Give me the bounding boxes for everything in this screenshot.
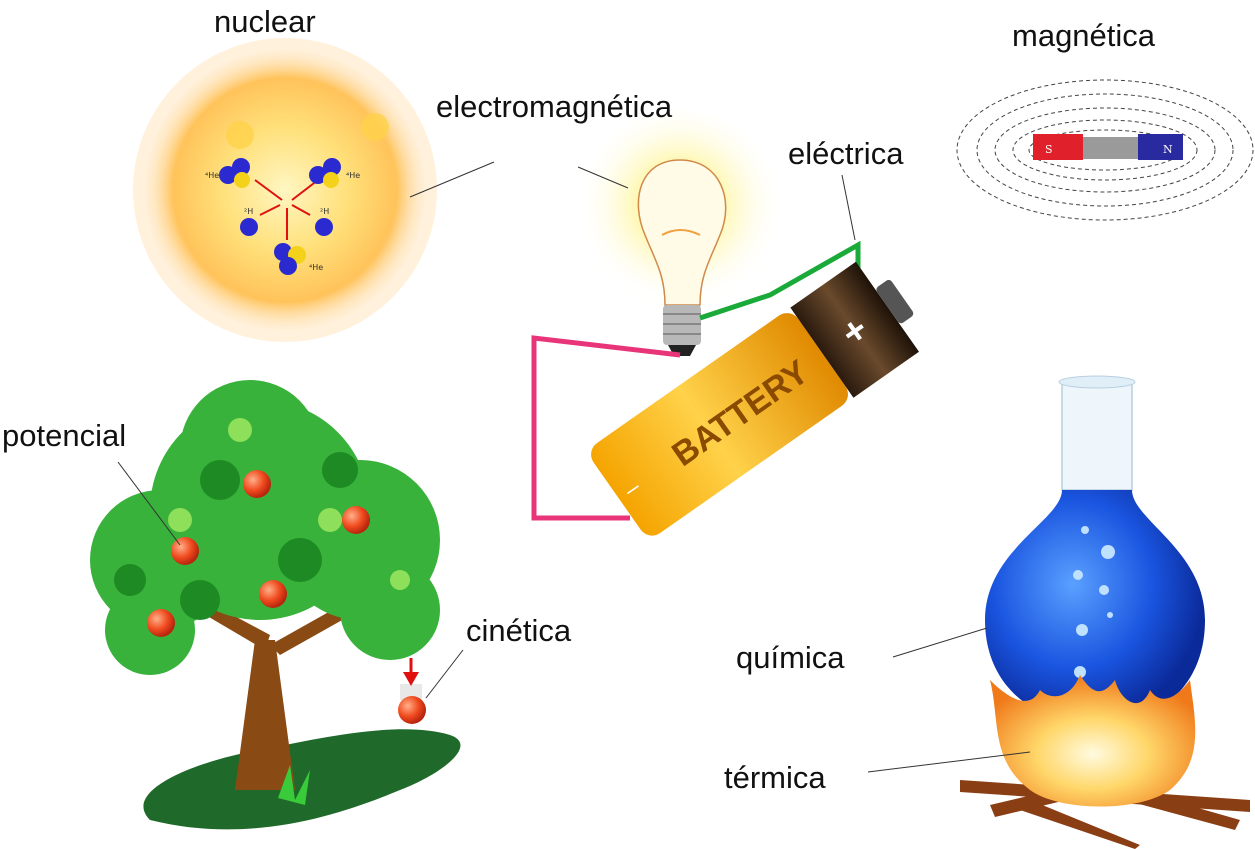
leader-line-electromagnetic (577, 166, 629, 189)
leader-line-electric (841, 174, 856, 241)
leader-line-thermal (867, 751, 1031, 773)
flask-bubbles (1073, 526, 1115, 678)
flask (985, 375, 1205, 725)
tree-apples (147, 470, 370, 637)
falling-apple (398, 658, 426, 724)
atom-label-h-right: ²H (320, 207, 329, 216)
label-electromagnetic: electromagnética (436, 89, 673, 124)
nuclear-sun: ⁴He ⁴He ²H ²H ⁴He (133, 38, 437, 342)
apple-tree (90, 380, 461, 830)
label-thermal: térmica (724, 760, 826, 795)
label-magnetic: magnética (1012, 18, 1156, 53)
battery: BATTERY + – (591, 261, 919, 536)
atom-label-he-right: ⁴He (346, 171, 360, 180)
leader-line-potential (117, 461, 181, 546)
label-kinetic: cinética (466, 613, 572, 648)
magnet-south-label: S (1045, 143, 1053, 156)
campfire (960, 675, 1250, 849)
leader-line-electromagnetic-sun (409, 161, 495, 198)
magnet-north-label: N (1163, 143, 1173, 156)
atom-particles (219, 158, 341, 275)
leader-line-chemical (892, 627, 988, 658)
atom-label-he-left: ⁴He (205, 171, 219, 180)
label-chemical: química (736, 640, 845, 675)
label-potential: potencial (2, 418, 127, 453)
atom-label-he-bottom: ⁴He (309, 263, 323, 272)
atom-label-h-left: ²H (244, 207, 253, 216)
label-electric: eléctrica (788, 136, 904, 171)
light-bulb (575, 110, 785, 356)
leader-line-kinetic (425, 649, 464, 699)
pink-wire (531, 335, 681, 521)
magnet-field (956, 79, 1254, 221)
bar-magnet: S N (1033, 134, 1183, 160)
label-nuclear: nuclear (214, 4, 316, 39)
